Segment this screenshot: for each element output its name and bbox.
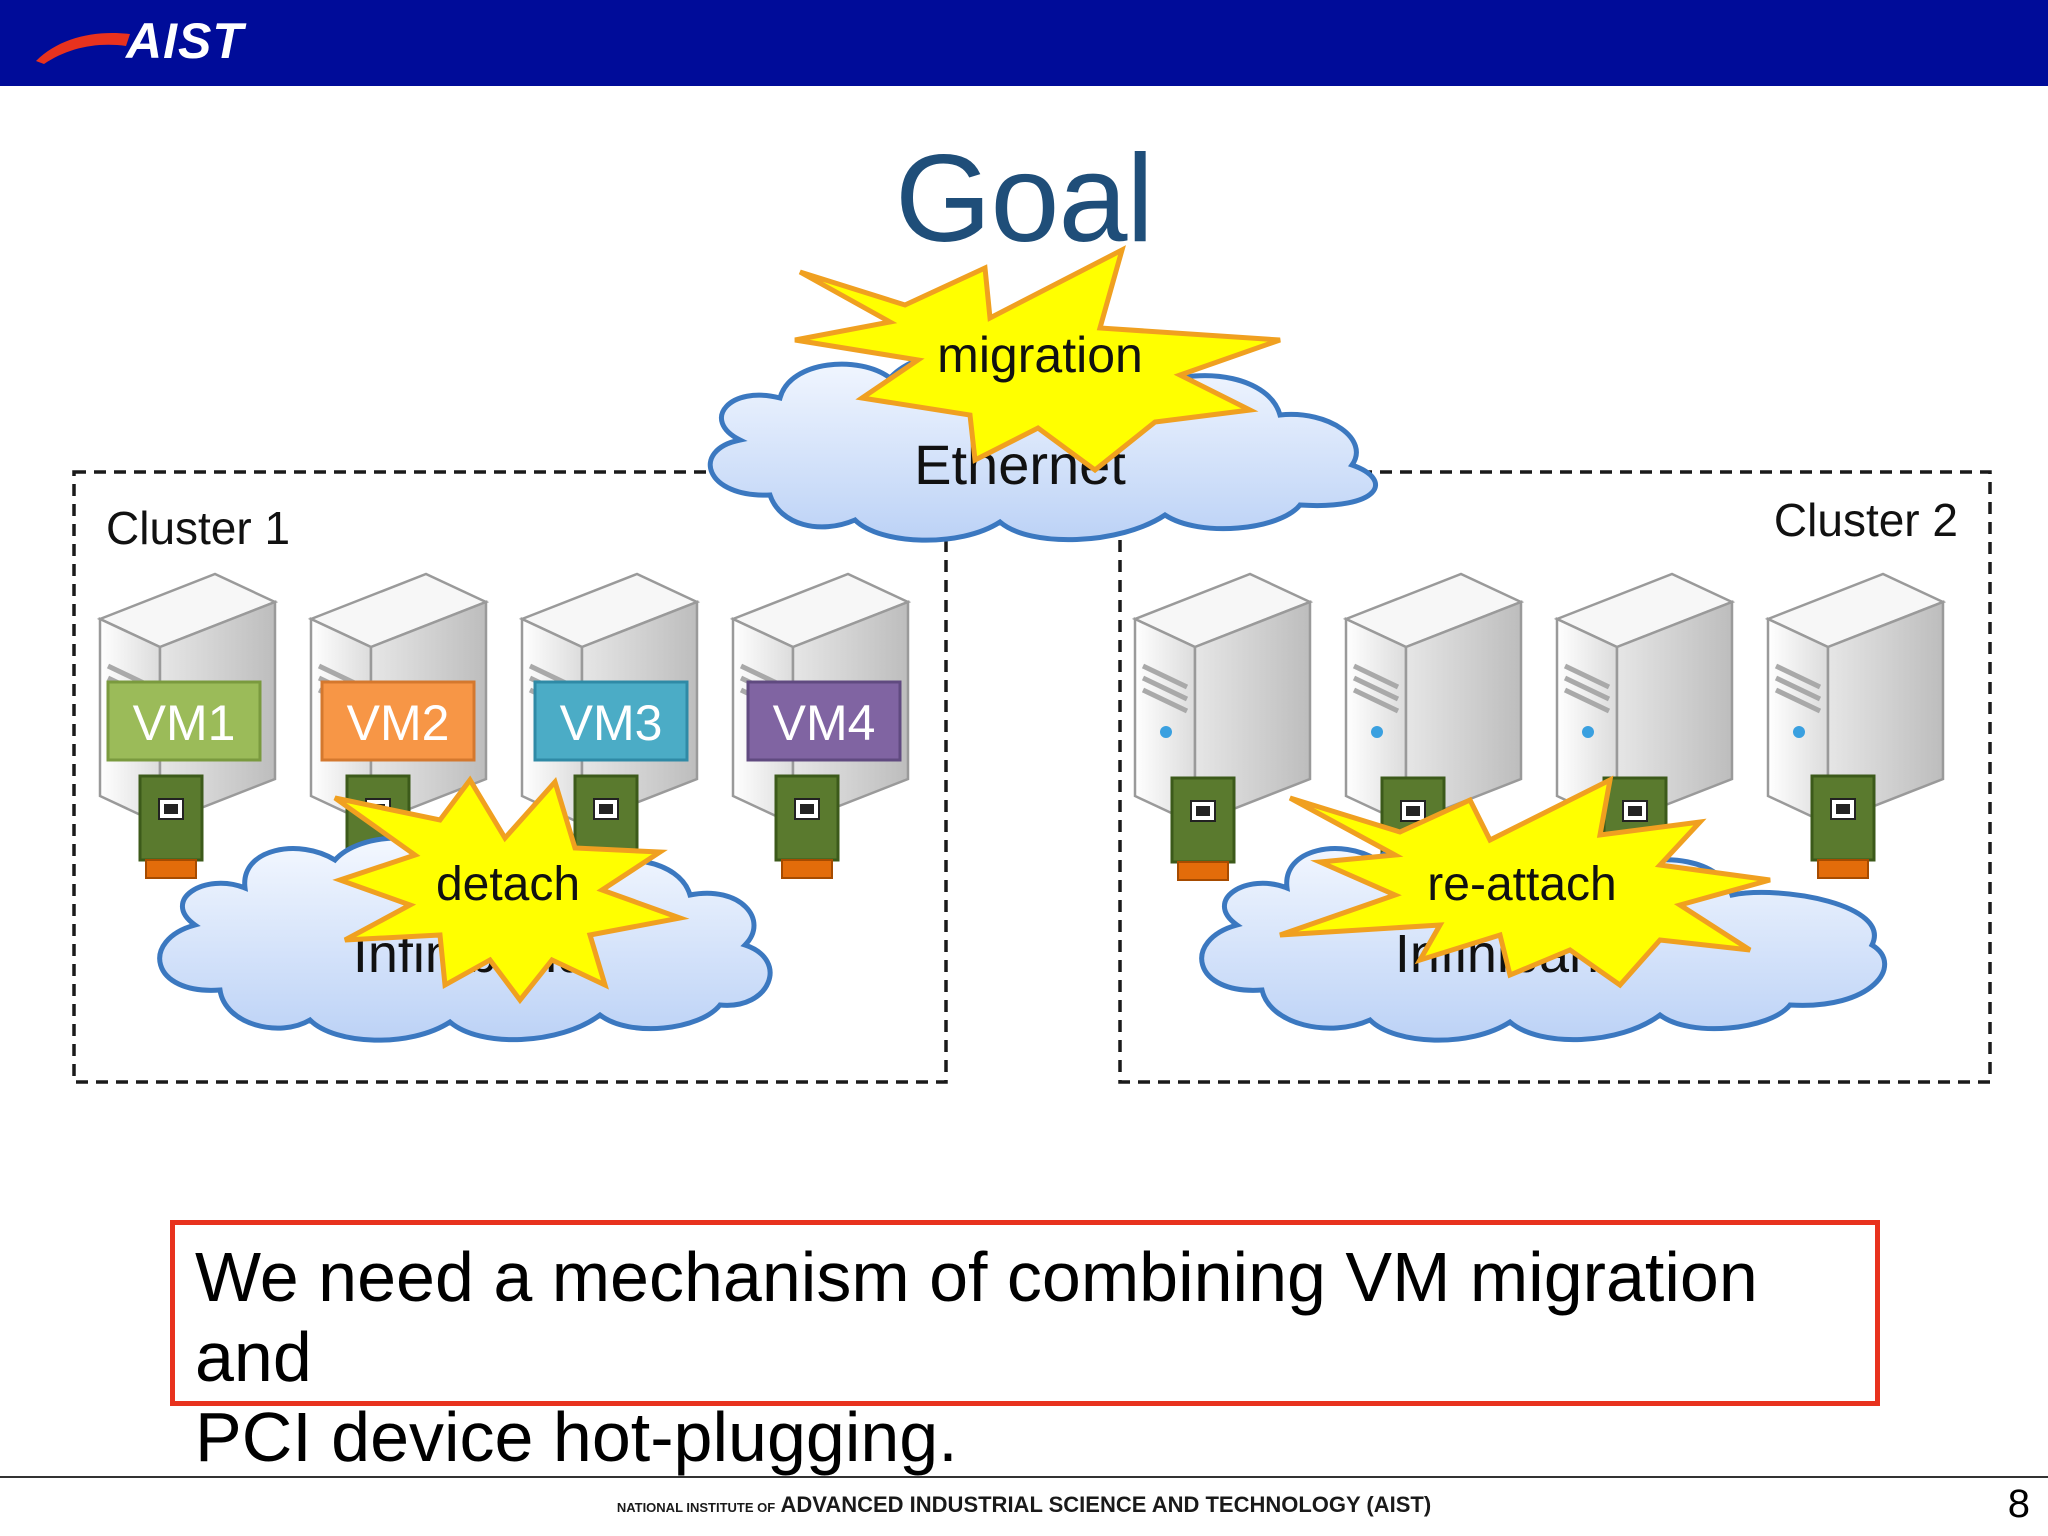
aist-logo-text: AIST [126, 13, 244, 69]
vm3-box: VM3 [533, 680, 689, 762]
cluster1-pci-device-1-icon [138, 774, 204, 880]
callout-line-1: We need a mechanism of combining VM migr… [195, 1238, 1758, 1396]
vm3-label: VM3 [560, 695, 663, 751]
vm1-label: VM1 [133, 695, 236, 751]
page-number: 8 [2007, 1482, 2030, 1526]
vm2-label: VM2 [347, 695, 450, 751]
detach-burst-icon [332, 775, 690, 1005]
footer-divider [0, 1476, 2048, 1478]
detach-label: detach [436, 858, 580, 911]
vm1-box: VM1 [106, 680, 262, 762]
cluster1-label: Cluster 1 [106, 502, 290, 554]
footer-institution: NATIONAL INSTITUTE OF ADVANCED INDUSTRIA… [0, 1492, 2048, 1518]
migration-label: migration [937, 327, 1143, 383]
cluster2-pci-device-4-icon [1810, 774, 1876, 880]
cluster1-pci-device-4-icon [774, 774, 840, 880]
header-bar: AIST [0, 0, 2048, 86]
callout-box: We need a mechanism of combining VM migr… [170, 1220, 1880, 1476]
reattach-burst-icon [1279, 775, 1771, 989]
footer-small-text: NATIONAL INSTITUTE OF [616, 1500, 776, 1515]
callout-text: We need a mechanism of combining VM migr… [195, 1237, 1875, 1477]
callout-line-2: PCI device hot-plugging. [195, 1398, 958, 1476]
migration-burst-icon [794, 245, 1281, 474]
cluster2-pci-device-1-icon [1170, 776, 1236, 882]
aist-logo-swoosh-icon [36, 33, 130, 64]
cluster2-label: Cluster 2 [1774, 494, 1958, 546]
vm4-label: VM4 [773, 695, 876, 751]
slide-title: Goal [895, 130, 1154, 268]
vm4-box: VM4 [746, 680, 902, 762]
reattach-label: re-attach [1427, 858, 1616, 911]
vm2-box: VM2 [320, 680, 476, 762]
footer-main-text: ADVANCED INDUSTRIAL SCIENCE AND TECHNOLO… [780, 1492, 1432, 1517]
